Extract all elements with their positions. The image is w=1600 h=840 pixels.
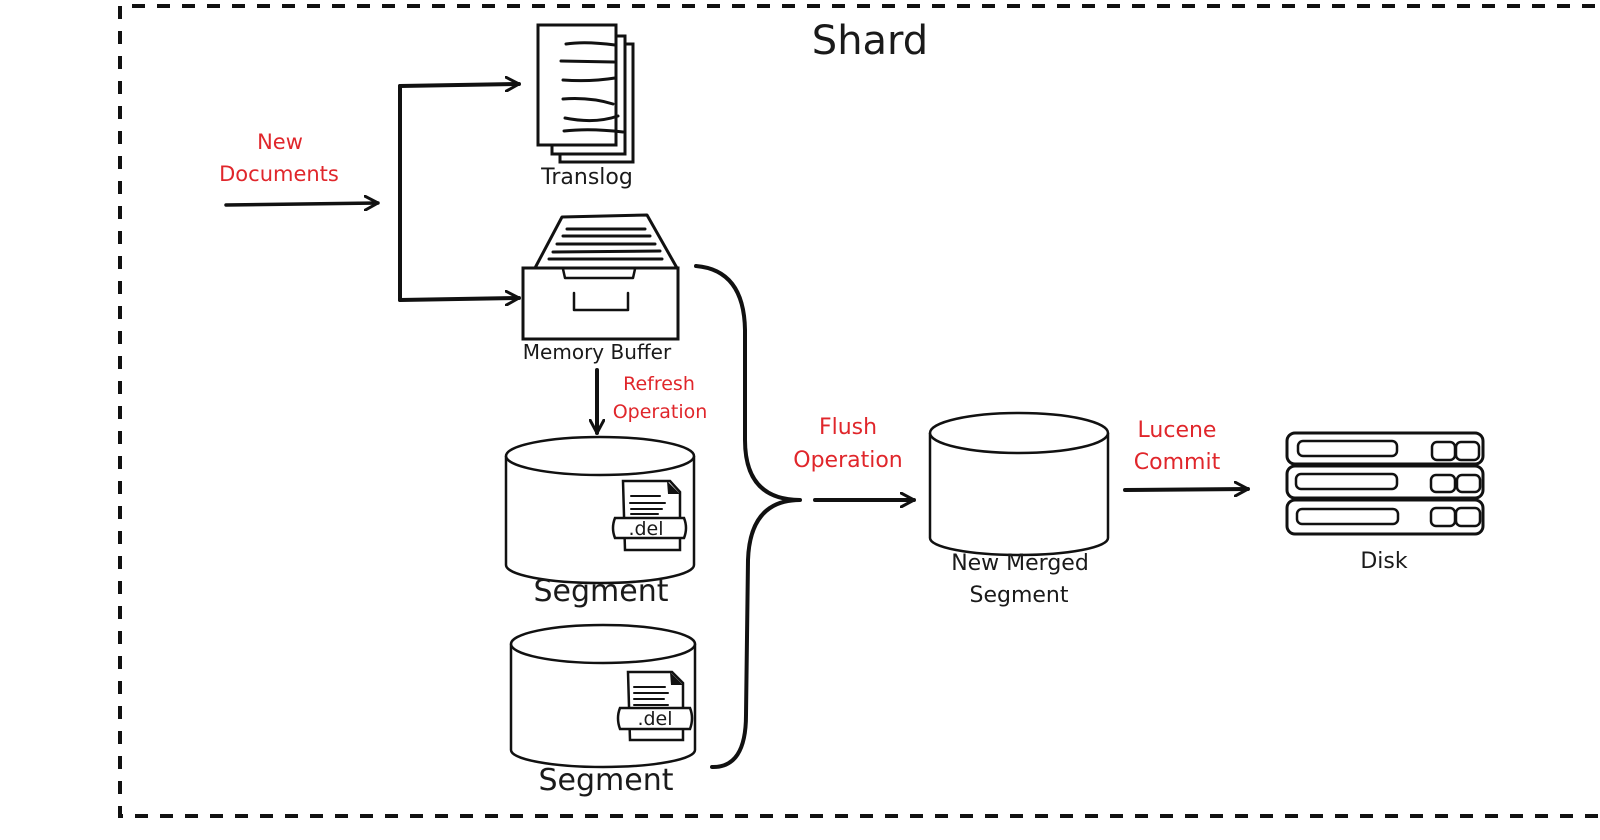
segment-1-node: .del Segment bbox=[504, 435, 696, 609]
segment-2-node: .del Segment bbox=[509, 623, 697, 798]
translog-node: Translog bbox=[536, 23, 635, 190]
arrow-to-translog bbox=[398, 84, 521, 86]
memory-buffer-label: Memory Buffer bbox=[523, 340, 672, 364]
lucene-commit-arrow bbox=[1123, 489, 1250, 490]
lucene-commit-line2: Commit bbox=[1134, 450, 1221, 475]
new-documents-node: New Documents bbox=[219, 130, 380, 205]
server-rack-icon bbox=[1285, 431, 1485, 536]
new-documents-label-line1: New bbox=[257, 130, 303, 154]
database-cylinder-icon bbox=[928, 411, 1110, 557]
new-merged-segment-label-line2: Segment bbox=[970, 583, 1069, 608]
new-documents-label-line2: Documents bbox=[219, 162, 339, 186]
disk-label: Disk bbox=[1360, 549, 1408, 574]
shard-title: Shard bbox=[812, 18, 928, 64]
merge-brace bbox=[694, 264, 802, 770]
stacked-documents-icon bbox=[536, 23, 635, 164]
refresh-operation-line1: Refresh bbox=[623, 373, 695, 395]
del-file-icon: .del bbox=[616, 670, 694, 742]
segment-2-label: Segment bbox=[539, 763, 674, 798]
shard-boundary bbox=[118, 4, 1600, 818]
new-documents-arrow bbox=[224, 203, 380, 205]
split-connector bbox=[398, 84, 521, 300]
del-file-badge: .del bbox=[637, 708, 672, 730]
flush-operation-line1: Flush bbox=[819, 415, 877, 440]
disk-node: Disk bbox=[1285, 431, 1485, 574]
flush-operation-line2: Operation bbox=[793, 448, 902, 473]
arrow-to-memory-buffer bbox=[398, 298, 521, 300]
new-merged-segment-node: New Merged Segment bbox=[928, 411, 1110, 608]
new-merged-segment-label-line1: New Merged bbox=[951, 551, 1089, 576]
memory-buffer-node: Memory Buffer bbox=[521, 213, 680, 364]
lucene-commit-line1: Lucene bbox=[1138, 418, 1217, 443]
file-drawer-icon bbox=[521, 213, 680, 341]
segment-1-label: Segment bbox=[534, 574, 669, 609]
translog-label: Translog bbox=[540, 165, 633, 190]
del-file-badge: .del bbox=[628, 518, 663, 540]
del-file-icon: .del bbox=[611, 479, 688, 552]
refresh-operation-line2: Operation bbox=[613, 401, 708, 423]
